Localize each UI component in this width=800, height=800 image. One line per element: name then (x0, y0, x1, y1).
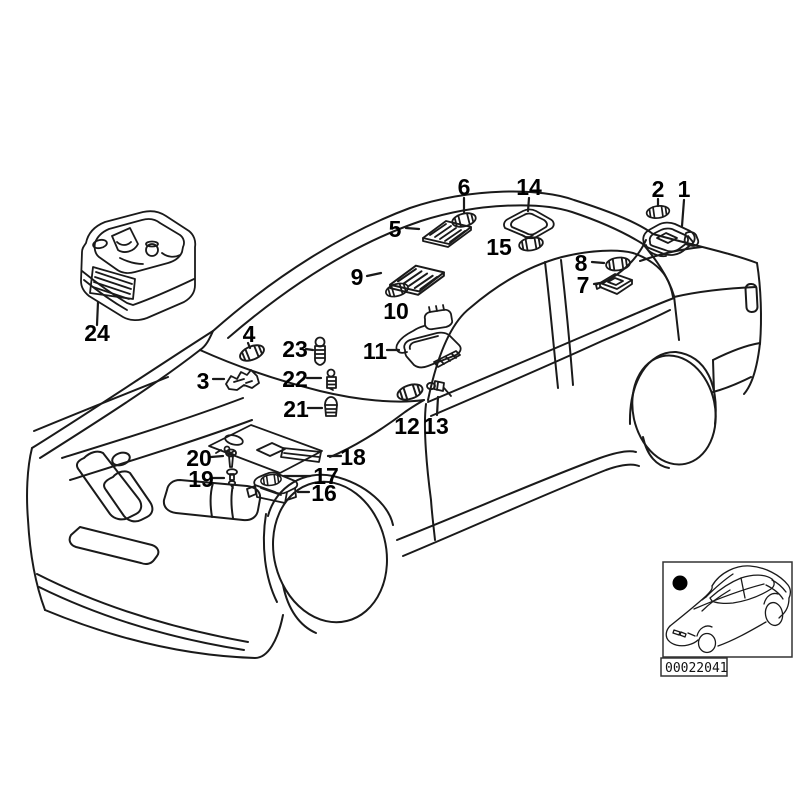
leader-lines (95, 196, 686, 494)
part-24-dome-light-unit (80, 210, 197, 322)
thumbnail-frame (662, 561, 793, 658)
callout-1: 1 (678, 176, 691, 202)
thumbnail-box: 00022041 (660, 561, 793, 677)
part-20-screw (225, 448, 237, 468)
callout-11: 11 (363, 338, 388, 364)
part-7-courtesy-lamp (595, 273, 633, 295)
part-22-bulb (326, 368, 337, 391)
callout-23: 23 (282, 336, 308, 362)
part-1-trunk-lamp (642, 221, 700, 258)
callout-4: 4 (243, 321, 256, 347)
roundel-badge (111, 451, 131, 467)
callout-13: 13 (423, 413, 449, 439)
option-dot-icon (672, 575, 688, 591)
part-14-reading-light (503, 208, 555, 240)
car-line-art (26, 190, 762, 659)
callout-16: 16 (311, 480, 337, 506)
callout-14: 14 (516, 174, 542, 200)
thumbnail-car (665, 565, 792, 654)
callout-12: 12 (394, 413, 420, 439)
part-13-bulb-socket (426, 380, 452, 397)
part-3-bracket-lamp (225, 369, 260, 391)
part-6-bulb (449, 210, 479, 230)
callout-7: 7 (577, 272, 590, 298)
part-code: 00022041 (665, 661, 728, 676)
callout-20: 20 (186, 445, 212, 471)
part-12-bulb (394, 380, 426, 404)
part-21-bulb (324, 396, 338, 417)
part-18-carrier-plate (208, 424, 323, 474)
callout-22: 22 (282, 366, 308, 392)
callout-8: 8 (575, 250, 588, 276)
callout-15: 15 (486, 234, 512, 260)
callout-18: 18 (340, 444, 366, 470)
callout-24: 24 (84, 320, 110, 346)
part-code-box (660, 657, 728, 677)
part-9-rear-interior-light (389, 264, 445, 296)
callout-labels: 1 2 3 4 5 6 7 8 9 10 11 12 13 14 15 16 1… (84, 174, 690, 506)
part-graphics (80, 203, 700, 504)
part-16-lamp-housing (246, 471, 299, 504)
callout-3: 3 (197, 368, 210, 394)
callout-5: 5 (389, 216, 402, 242)
callout-21: 21 (283, 396, 309, 422)
part-23-bulb (314, 336, 326, 366)
callout-19: 19 (188, 466, 214, 492)
taillight (744, 282, 759, 313)
callout-2: 2 (652, 176, 665, 202)
part-8-bulb (604, 255, 632, 273)
callout-17: 17 (313, 463, 339, 489)
callout-9: 9 (351, 264, 364, 290)
part-19-rivet (226, 468, 238, 489)
callout-10: 10 (383, 298, 409, 324)
part-5-front-interior-light (422, 220, 472, 248)
callout-6: 6 (458, 174, 471, 200)
